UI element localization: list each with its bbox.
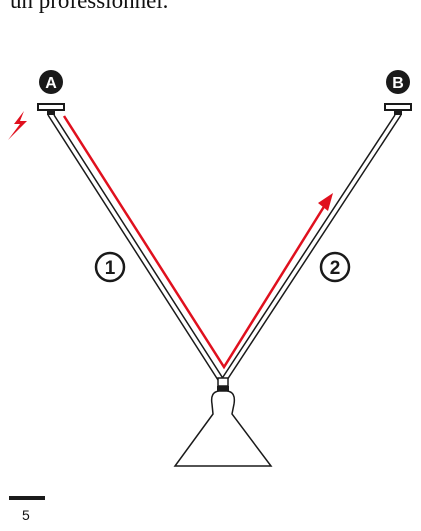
anchor-a-label: A [45, 75, 57, 92]
ceiling-mount-b [384, 103, 412, 115]
arrow-head-icon [318, 193, 333, 211]
lightning-icon [8, 111, 27, 140]
step-1-label: 1 [105, 258, 116, 279]
anchor-b-badge: B [386, 70, 410, 94]
anchor-b-label: B [392, 75, 404, 92]
current-path [62, 115, 333, 370]
step-1-badge: 1 [94, 251, 126, 283]
ceiling-mount-a [37, 103, 65, 115]
anchor-a-badge: A [39, 70, 63, 94]
footer-rule [9, 496, 45, 500]
page-number: 5 [22, 507, 30, 523]
lamp-icon [173, 377, 273, 467]
cable-left [47, 114, 225, 381]
cable-right [220, 114, 402, 381]
step-2-badge: 2 [319, 251, 351, 283]
step-2-label: 2 [330, 258, 341, 279]
page-text: un professionnel. [10, 0, 169, 13]
